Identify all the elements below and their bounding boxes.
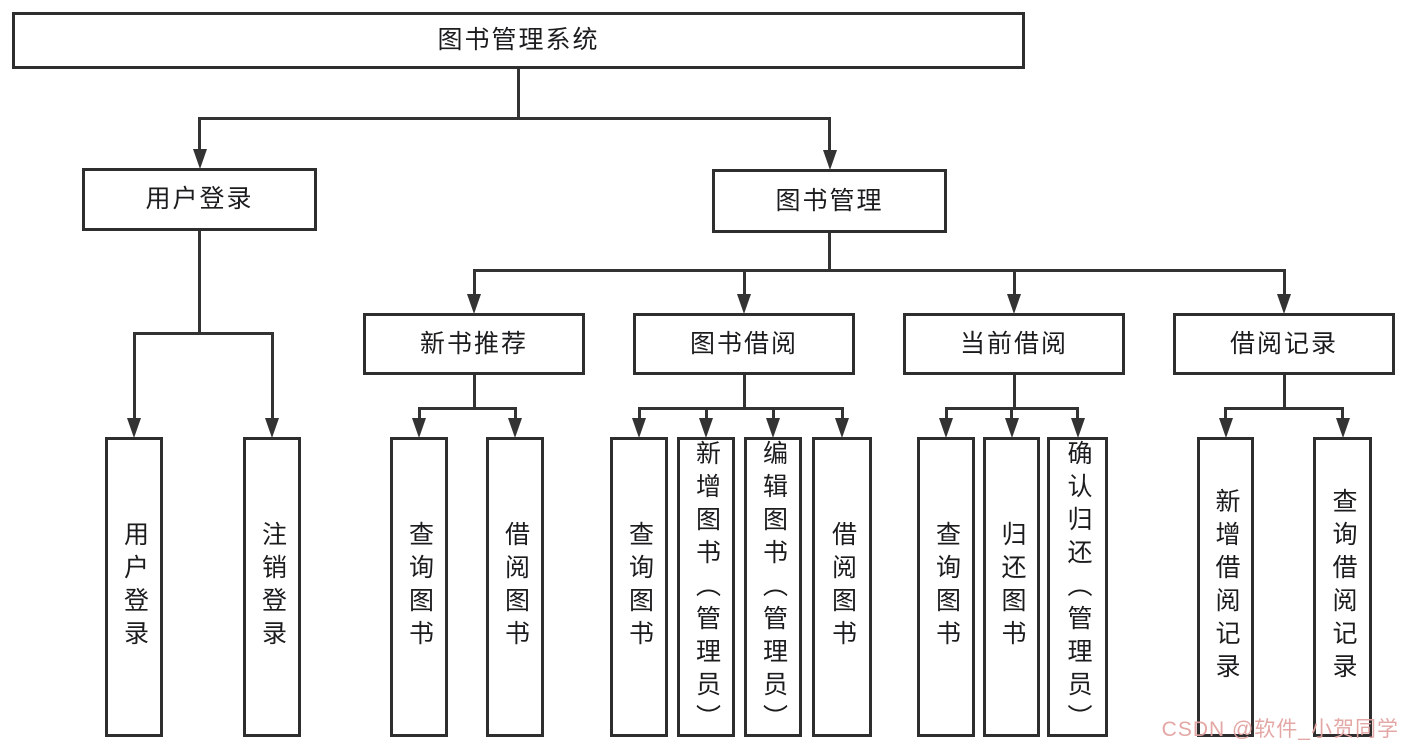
- arrowhead-down-icon: [1007, 294, 1021, 314]
- connector-line: [1010, 408, 1013, 424]
- connector-line: [1282, 375, 1286, 410]
- connector-line: [198, 116, 831, 120]
- arrowhead-down-icon: [766, 418, 780, 438]
- connector-line: [417, 408, 421, 424]
- node-borrow-records: 借阅记录: [1173, 313, 1395, 375]
- node-br-add-record: 新增借阅记录: [1197, 437, 1254, 737]
- connector-line: [742, 375, 746, 410]
- node-label: 用户登录: [120, 521, 149, 653]
- node-label: 编辑图书（管理员）: [759, 440, 788, 737]
- connector-line: [637, 406, 844, 410]
- connector-line: [1224, 408, 1227, 424]
- arrowhead-down-icon: [265, 418, 279, 438]
- node-label: 图书借阅: [689, 329, 798, 358]
- node-new-book-rec: 新书推荐: [363, 313, 585, 375]
- node-bb-borrow-books: 借阅图书: [812, 437, 872, 737]
- connector-line: [742, 270, 746, 300]
- connector-line: [517, 69, 520, 120]
- node-cb-return-books: 归还图书: [983, 437, 1040, 737]
- connector-line: [637, 408, 641, 424]
- connector-line: [1224, 406, 1344, 410]
- connector-line: [1012, 375, 1016, 410]
- connector-line: [132, 333, 136, 424]
- connector-line: [472, 270, 476, 300]
- node-label: 查询图书: [405, 521, 434, 653]
- arrowhead-down-icon: [1335, 418, 1350, 438]
- connector-line: [828, 118, 831, 156]
- connector-line: [472, 375, 476, 410]
- node-bb-add-books-admin: 新增图书（管理员）: [677, 437, 735, 737]
- connector-line: [840, 408, 844, 424]
- node-label: 新增图书（管理员）: [692, 440, 721, 737]
- arrowhead-down-icon: [412, 418, 426, 438]
- node-root: 图书管理系统: [12, 12, 1025, 69]
- arrowhead-down-icon: [1277, 294, 1291, 314]
- connector-line: [704, 408, 708, 424]
- node-nbr-query-books: 查询图书: [390, 437, 448, 737]
- node-current-borrow: 当前借阅: [903, 313, 1125, 375]
- arrowhead-down-icon: [1218, 418, 1233, 438]
- node-book-borrow: 图书借阅: [633, 313, 855, 375]
- node-book-mgmt: 图书管理: [712, 169, 947, 233]
- node-label: 借阅图书: [501, 521, 530, 653]
- node-label: 用户登录: [145, 185, 254, 214]
- node-nbr-borrow-books: 借阅图书: [486, 437, 544, 737]
- connector-line: [198, 118, 201, 155]
- connector-line: [1282, 270, 1286, 300]
- connector-line: [944, 408, 948, 424]
- node-label: 确认归还（管理员）: [1064, 440, 1092, 737]
- node-cb-confirm-admin: 确认归还（管理员）: [1047, 437, 1108, 737]
- connector-line: [828, 233, 831, 272]
- node-label: 图书管理系统: [437, 26, 600, 55]
- node-label: 注销登录: [258, 521, 287, 653]
- arrowhead-down-icon: [699, 418, 713, 438]
- arrowhead-down-icon: [1070, 418, 1085, 438]
- arrowhead-down-icon: [467, 294, 481, 314]
- node-label: 新书推荐: [419, 329, 528, 358]
- arrowhead-down-icon: [822, 150, 837, 170]
- node-ul-login: 用户登录: [105, 437, 163, 737]
- node-ul-logout: 注销登录: [243, 437, 301, 737]
- connector-line: [472, 268, 1286, 272]
- connector-line: [513, 408, 517, 424]
- connector-line: [132, 331, 274, 335]
- arrowhead-down-icon: [632, 418, 646, 438]
- connector-line: [270, 333, 274, 424]
- arrowhead-down-icon: [737, 294, 751, 314]
- arrowhead-down-icon: [508, 418, 522, 438]
- node-cb-query-books: 查询图书: [917, 437, 975, 737]
- connector-line: [771, 408, 775, 424]
- arrowhead-down-icon: [835, 418, 849, 438]
- node-label: 借阅图书: [828, 521, 857, 653]
- connector-line: [1076, 408, 1079, 424]
- connector-line: [417, 406, 517, 410]
- arrowhead-down-icon: [939, 418, 953, 438]
- connector-line: [1341, 408, 1344, 424]
- connector-line: [1012, 270, 1016, 300]
- node-label: 归还图书: [998, 521, 1026, 653]
- node-label: 图书管理: [775, 186, 884, 215]
- node-label: 查询借阅记录: [1329, 488, 1357, 686]
- connector-line: [198, 231, 201, 335]
- arrowhead-down-icon: [127, 418, 141, 438]
- node-label: 借阅记录: [1229, 329, 1338, 358]
- node-br-query-record: 查询借阅记录: [1313, 437, 1372, 737]
- node-user-login: 用户登录: [82, 168, 317, 231]
- arrowhead-down-icon: [1004, 418, 1019, 438]
- node-bb-query-books: 查询图书: [610, 437, 668, 737]
- node-label: 查询图书: [625, 521, 654, 653]
- node-label: 新增借阅记录: [1212, 488, 1240, 686]
- arrowhead-down-icon: [192, 149, 207, 169]
- node-label: 当前借阅: [959, 329, 1068, 358]
- node-label: 查询图书: [932, 521, 961, 653]
- node-bb-edit-books-admin: 编辑图书（管理员）: [744, 437, 802, 737]
